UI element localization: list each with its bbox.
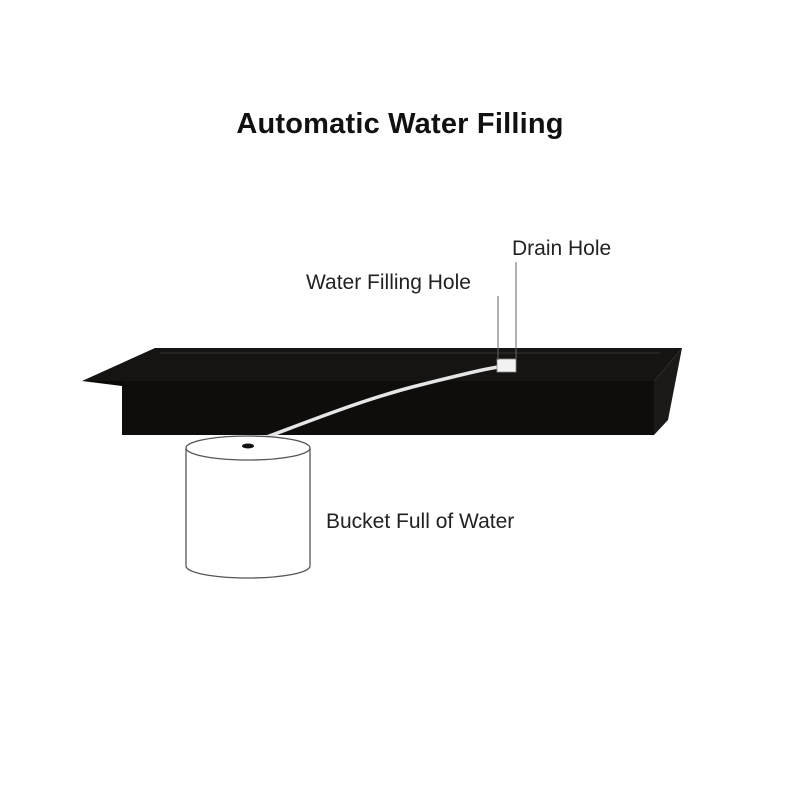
fireplace-front-face	[122, 381, 654, 435]
fireplace-side-face	[654, 348, 682, 435]
water-filling-hole-label: Water Filling Hole	[306, 271, 471, 294]
bucket-opening	[242, 443, 254, 449]
filling-hole-box	[496, 358, 517, 373]
fireplace-top-surface	[82, 348, 682, 381]
bucket-body	[185, 448, 311, 579]
fireplace-left-lip	[82, 381, 122, 386]
hose	[246, 364, 507, 446]
drain-hole-label: Drain Hole	[512, 237, 612, 260]
bucket-label: Bucket Full of Water	[326, 510, 515, 533]
diagram-title: Automatic Water Filling	[236, 108, 564, 140]
